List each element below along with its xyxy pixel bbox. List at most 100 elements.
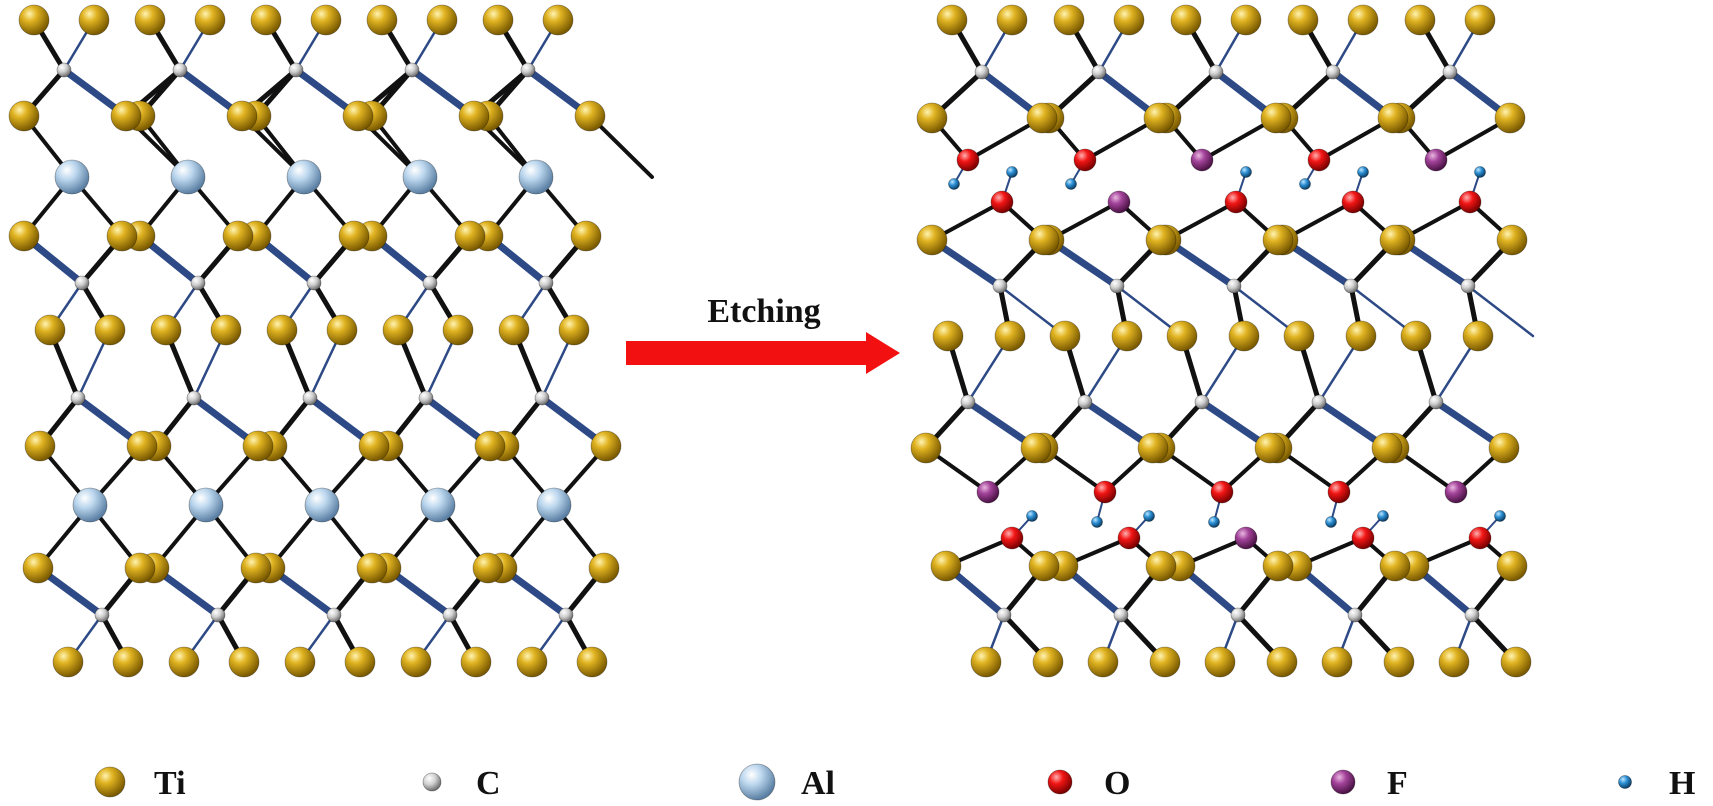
c-atom	[74, 275, 90, 291]
ti-atom	[338, 220, 370, 252]
legend-ti-label: Ti	[154, 765, 186, 802]
ti-atom	[1400, 320, 1432, 352]
ti-atom	[996, 4, 1028, 36]
right-atoms	[910, 4, 1532, 678]
o-atom	[1093, 480, 1117, 504]
ti-atom	[930, 550, 962, 582]
ti-atom	[1137, 432, 1169, 464]
al-atom	[402, 159, 438, 195]
o-atom	[990, 190, 1014, 214]
o-atom	[1307, 148, 1331, 172]
c-atom	[538, 275, 554, 291]
c-atom	[1343, 278, 1359, 294]
h-atom	[1325, 516, 1337, 528]
ti-atom	[1464, 4, 1496, 36]
legend-ti-swatch	[94, 766, 126, 798]
legend-o-label: O	[1104, 765, 1130, 802]
c-atom	[1091, 64, 1107, 80]
ti-atom	[916, 102, 948, 134]
ti-atom	[474, 430, 506, 462]
ti-atom	[910, 432, 942, 464]
ti-atom	[558, 314, 590, 346]
c-atom	[1226, 278, 1242, 294]
ti-atom	[194, 4, 226, 36]
bond	[1466, 284, 1535, 338]
ti-atom	[250, 4, 282, 36]
h-atom	[1026, 510, 1038, 522]
c-atom	[1109, 278, 1125, 294]
ti-atom	[1262, 224, 1294, 256]
f-atom	[1234, 526, 1258, 550]
c-atom	[56, 62, 72, 78]
h-atom	[1474, 166, 1486, 178]
ti-atom	[8, 220, 40, 252]
ti-atom	[1462, 320, 1494, 352]
ti3c2tx-structure	[910, 4, 1535, 678]
ti-atom	[1371, 432, 1403, 464]
ti-atom	[1496, 550, 1528, 582]
ti-atom	[1145, 550, 1177, 582]
ti-atom	[458, 100, 490, 132]
ti-atom	[284, 646, 316, 678]
ti-atom	[168, 646, 200, 678]
ti-atom	[356, 552, 388, 584]
c-atom	[186, 390, 202, 406]
ti-atom	[1028, 224, 1060, 256]
al-atom	[518, 159, 554, 195]
ti-atom	[34, 314, 66, 346]
legend-o-swatch	[1047, 769, 1073, 795]
ti-atom	[1149, 646, 1181, 678]
ti-atom	[106, 220, 138, 252]
c-atom	[520, 62, 536, 78]
c-atom	[190, 275, 206, 291]
ti-atom	[226, 100, 258, 132]
c-atom	[442, 607, 458, 623]
o-atom	[1073, 148, 1097, 172]
ti-atom	[936, 4, 968, 36]
c-atom	[418, 390, 434, 406]
ti-atom	[1087, 646, 1119, 678]
h-atom	[1240, 166, 1252, 178]
legend-c-label: C	[476, 765, 501, 802]
ti-atom	[126, 430, 158, 462]
ti-atom	[1145, 224, 1177, 256]
al-atom	[170, 159, 206, 195]
c-atom	[404, 62, 420, 78]
ti-atom	[1345, 320, 1377, 352]
c-atom	[1194, 394, 1210, 410]
ti-atom	[1049, 320, 1081, 352]
ti-atom	[1377, 102, 1409, 134]
ti-atom	[344, 646, 376, 678]
legend-f-label: F	[1387, 765, 1408, 802]
c-atom	[422, 275, 438, 291]
o-atom	[1468, 526, 1492, 550]
ti-atom	[326, 314, 358, 346]
left-atoms	[8, 4, 622, 678]
ti-atom	[454, 220, 486, 252]
ti-atom	[1053, 4, 1085, 36]
ti-atom	[1283, 320, 1315, 352]
ti-atom	[1383, 646, 1415, 678]
ti-atom	[1438, 646, 1470, 678]
ti-atom	[1347, 4, 1379, 36]
arrow-shaft	[626, 341, 870, 365]
ti-atom	[94, 314, 126, 346]
ti-atom	[1204, 646, 1236, 678]
h-atom	[1091, 516, 1103, 528]
ti-atom	[8, 100, 40, 132]
c-atom	[1347, 607, 1363, 623]
f-atom	[1190, 148, 1214, 172]
h-atom	[1006, 166, 1018, 178]
legend-h-swatch	[1618, 775, 1632, 789]
c-atom	[288, 62, 304, 78]
ti-atom	[1287, 4, 1319, 36]
al-atom	[420, 487, 456, 523]
ti-atom	[342, 100, 374, 132]
ti-atom	[228, 646, 260, 678]
o-atom	[1224, 190, 1248, 214]
ti-atom	[426, 4, 458, 36]
ti-atom	[588, 552, 620, 584]
ti-atom	[1113, 4, 1145, 36]
